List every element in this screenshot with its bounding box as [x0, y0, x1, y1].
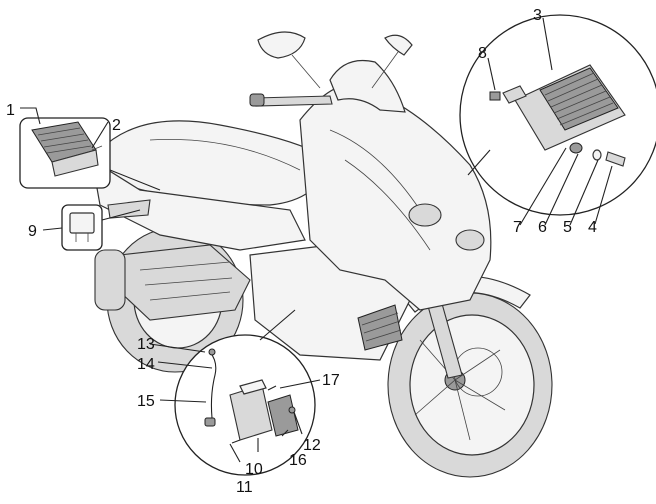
- callout-5: 5: [563, 219, 572, 236]
- electronic-module-detail: [459, 14, 656, 216]
- callout-7: 7: [513, 219, 522, 236]
- callout-17: 17: [322, 372, 340, 389]
- relay-detail: [61, 204, 141, 251]
- windscreen: [329, 59, 406, 113]
- callout-15: 15: [137, 393, 155, 410]
- scooter-illustration: [91, 31, 553, 478]
- leader-lines: [20, 17, 613, 463]
- callout-2: 2: [112, 117, 121, 134]
- callout-9: 9: [28, 223, 37, 240]
- callout-4: 4: [588, 219, 597, 236]
- voltage-regulator-detail: [19, 117, 161, 191]
- callout-16: 16: [289, 452, 307, 469]
- callout-11: 11: [236, 479, 253, 496]
- callout-10: 10: [245, 461, 263, 478]
- callout-3: 3: [533, 7, 542, 24]
- callout-1: 1: [6, 102, 15, 119]
- callout-13: 13: [137, 336, 155, 353]
- callout-labels: 1 2 3 4 5 6 7 8 9 10 11 12 13 14 15 16 1…: [6, 7, 597, 496]
- ignition-unit-detail: [174, 309, 316, 476]
- headlight: [408, 203, 442, 227]
- callout-8: 8: [478, 45, 487, 62]
- callout-6: 6: [538, 219, 547, 236]
- callout-14: 14: [137, 356, 155, 373]
- callout-12: 12: [303, 437, 321, 454]
